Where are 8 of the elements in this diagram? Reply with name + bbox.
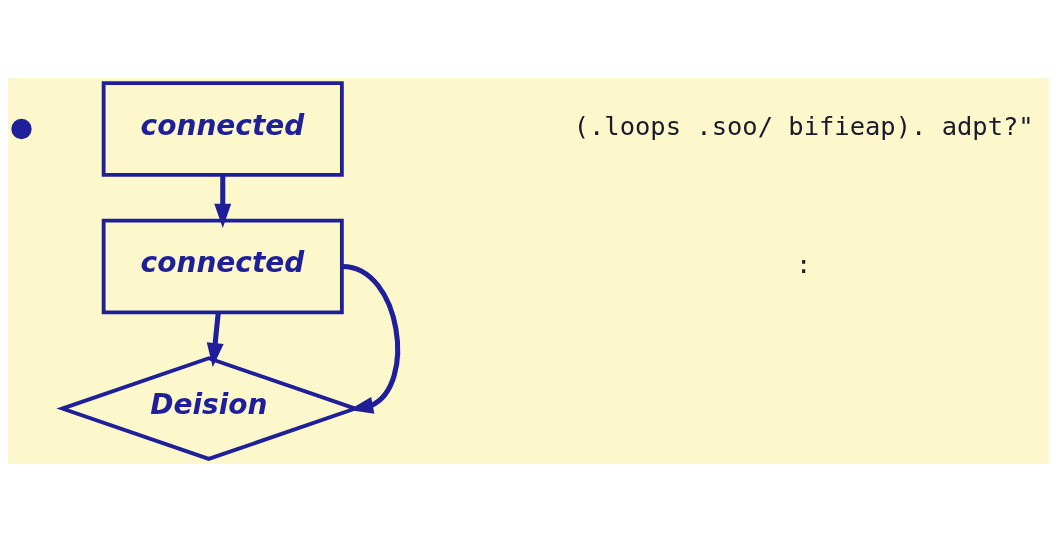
label: (.loops .soo/ bifieap). adpt?" bbox=[573, 111, 1034, 142]
node-box: connected bbox=[101, 218, 344, 315]
arrow bbox=[342, 264, 401, 414]
arrow bbox=[214, 174, 232, 228]
node-box: connected bbox=[101, 81, 344, 177]
label: : bbox=[796, 248, 812, 279]
arrow bbox=[206, 312, 224, 368]
node-circle bbox=[11, 118, 32, 140]
